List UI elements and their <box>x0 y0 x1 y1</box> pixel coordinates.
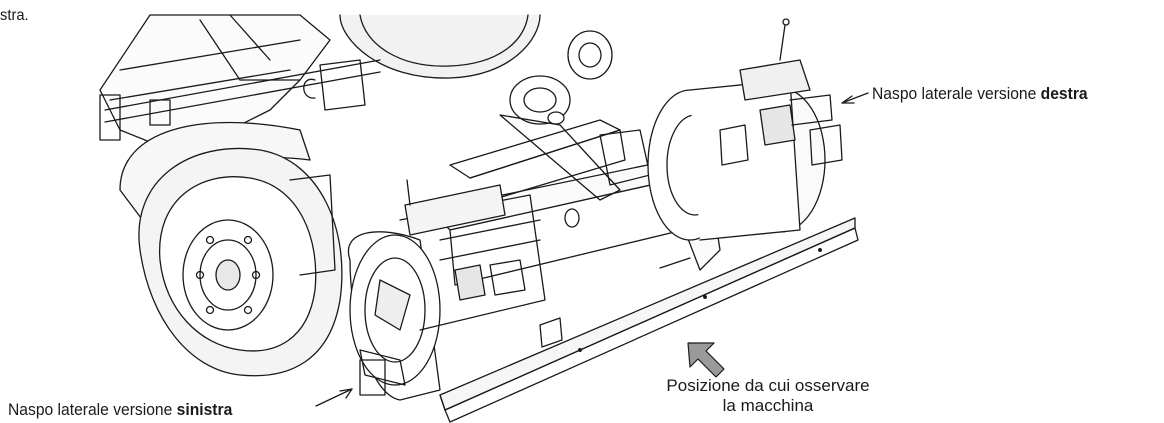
top-text-fragment: stra. <box>0 7 29 24</box>
right-hose-reel <box>647 18 843 241</box>
left-hose-reel <box>347 179 546 401</box>
left-frame-rail <box>99 59 381 141</box>
label-left-prefix: Naspo laterale versione <box>8 400 177 419</box>
label-right-prefix: Naspo laterale versione <box>872 84 1041 103</box>
viewing-position-arrow <box>687 342 725 378</box>
leader-arrow-right <box>841 92 869 104</box>
label-left-reel: Naspo laterale versione sinistra <box>8 400 232 420</box>
label-viewing-position: Posizione da cui osservare la macchina <box>648 376 888 416</box>
label-right-reel: Naspo laterale versione destra <box>872 84 1088 104</box>
label-position-line1: Posizione da cui osservare <box>666 376 870 395</box>
ground-rail <box>439 217 859 423</box>
leader-arrow-left <box>315 388 353 407</box>
tank-body <box>99 14 541 151</box>
label-position-line2: la macchina <box>722 396 814 415</box>
label-left-bold: sinistra <box>176 400 233 419</box>
label-right-bold: destra <box>1040 84 1088 103</box>
left-wheel <box>119 121 343 377</box>
